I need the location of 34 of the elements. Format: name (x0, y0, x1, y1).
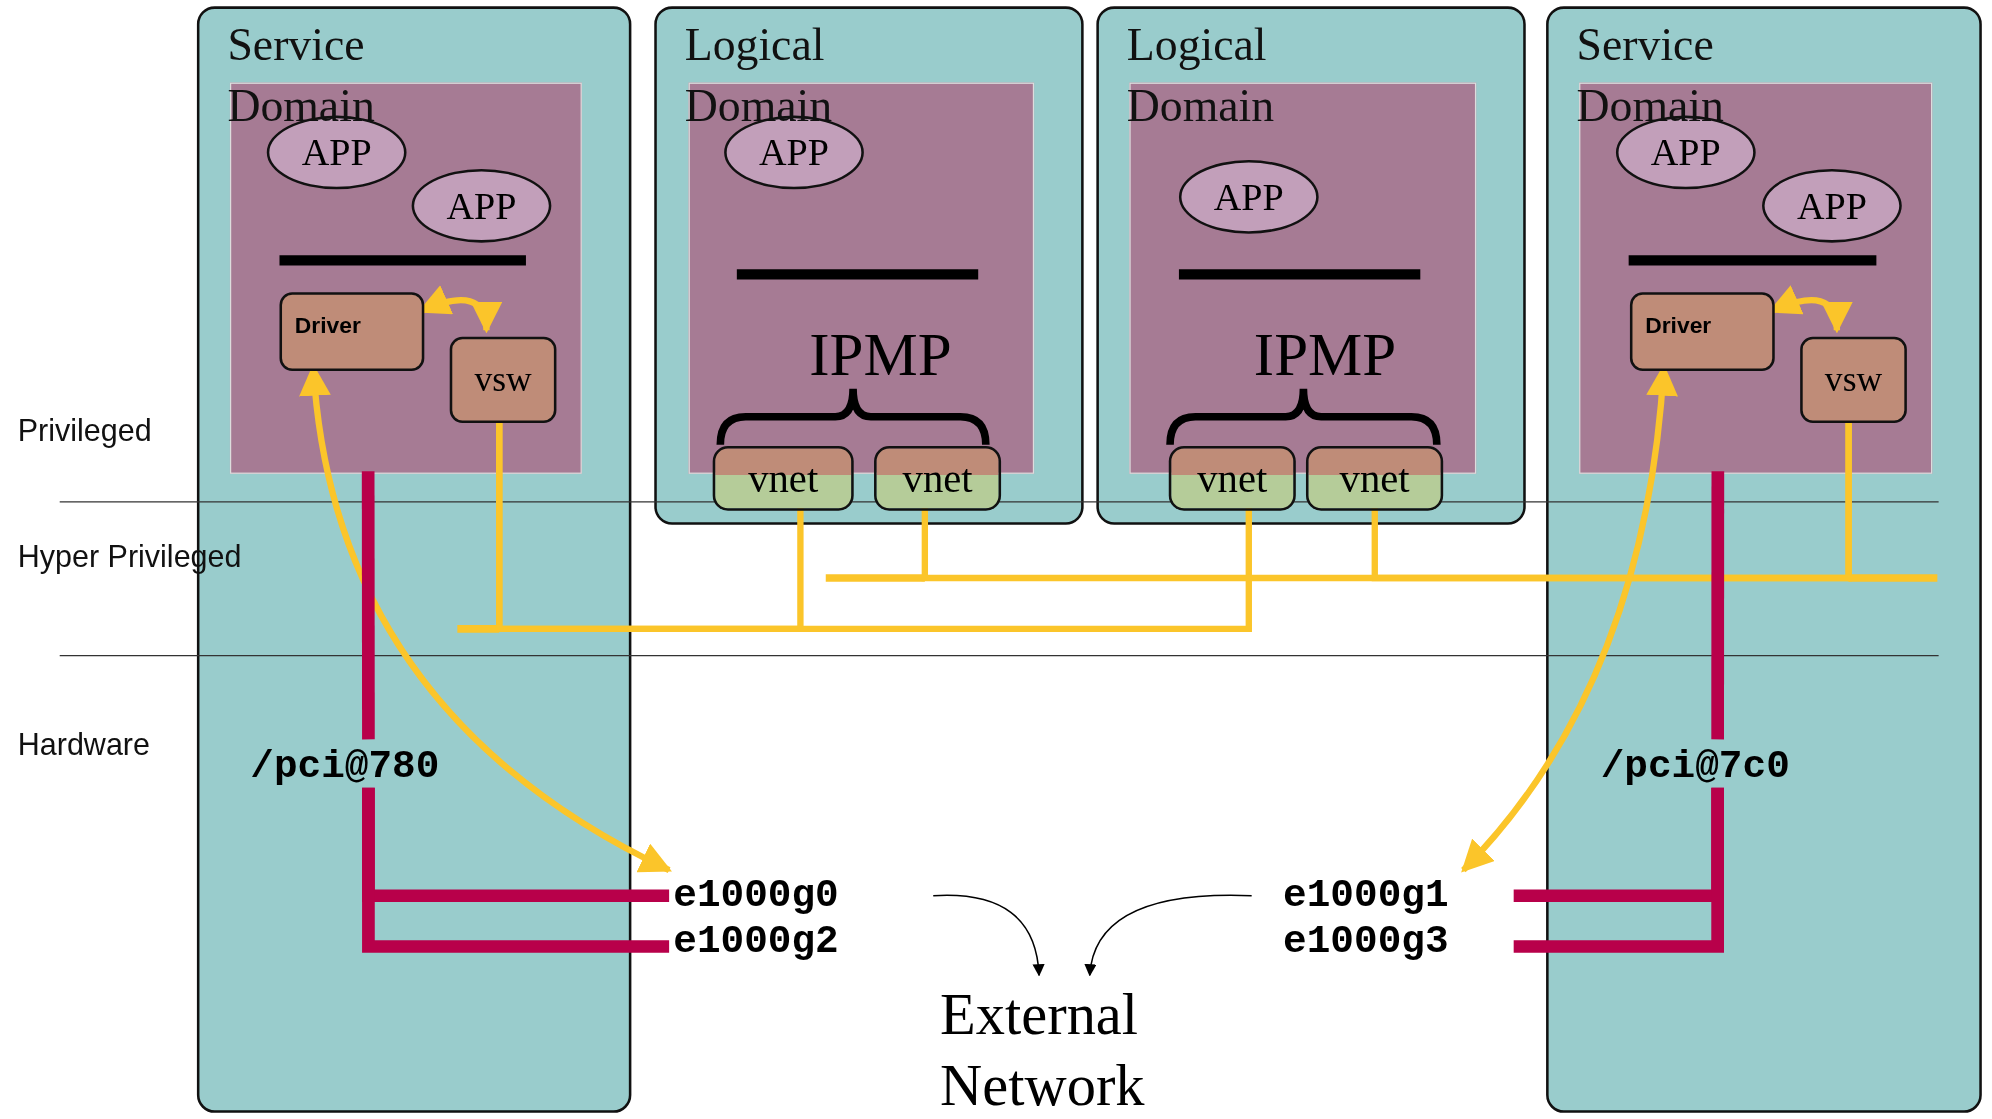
driver-box: Driver (1629, 292, 1775, 371)
app-ellipse: APP (1762, 168, 1902, 243)
connector (1711, 471, 1725, 740)
switch-box: vsw (1800, 336, 1907, 424)
connector (362, 787, 670, 953)
group-label: IPMP (766, 315, 995, 392)
vnet-box: vnet (1168, 445, 1296, 511)
connector (1085, 894, 1253, 977)
device-label: e1000g2 (673, 917, 883, 963)
panel-title: Logical Domain (1126, 18, 1276, 133)
app-ellipse: APP (1178, 160, 1319, 234)
domain-panel (1096, 6, 1526, 525)
connector (361, 471, 375, 740)
vnet-box: vnet (712, 445, 854, 511)
device-label: e1000g1 (1283, 871, 1493, 918)
network-label: External Network (940, 980, 1182, 1119)
switch-box: vsw (449, 336, 557, 424)
group-label: IPMP (1210, 315, 1440, 392)
domain-panel (1546, 6, 1982, 1113)
connector (932, 894, 1045, 977)
device-label: e1000g3 (1283, 917, 1493, 963)
domain-panel (654, 6, 1084, 525)
app-ellipse: APP (411, 168, 552, 243)
os-area (229, 82, 582, 474)
connector (1513, 787, 1724, 953)
vnet-box: vnet (874, 445, 1002, 511)
device-label: /pci@780 (250, 741, 492, 791)
vnet-box: vnet (1305, 445, 1444, 511)
layer-label: Privileged (17, 412, 152, 449)
driver-box: Driver (279, 292, 425, 371)
os-area (1579, 82, 1933, 474)
device-label: e1000g0 (673, 871, 883, 918)
device-label: /pci@7c0 (1600, 741, 1843, 791)
layer-label: Hardware (17, 726, 150, 763)
